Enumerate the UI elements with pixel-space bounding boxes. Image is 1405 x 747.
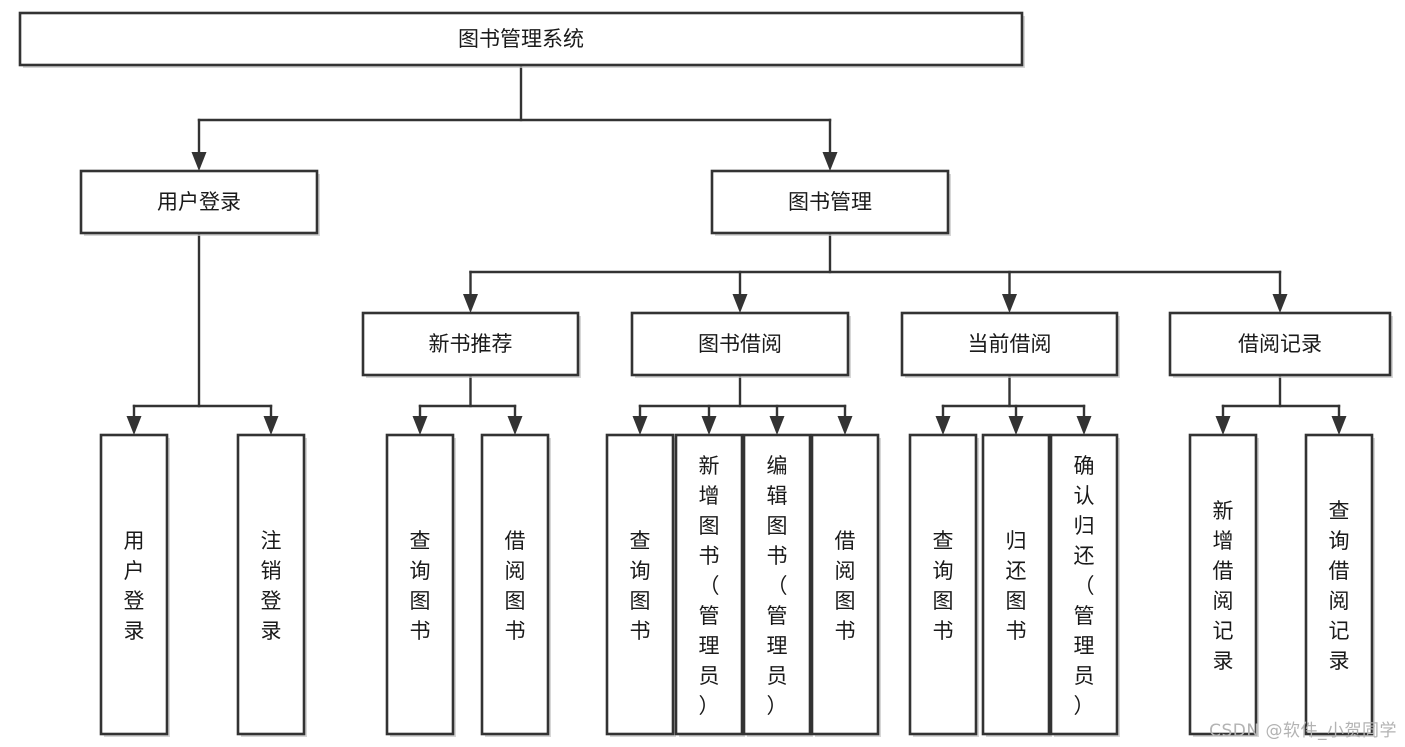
node-label: 新书推荐 [429, 332, 513, 356]
node-leaf-borrow-book-2[interactable]: 借阅图书 [810, 433, 881, 737]
box-outline [674, 433, 744, 736]
arrow-head-icon [822, 152, 838, 171]
node-leaf-confirm-return[interactable]: 确认归还（管理员） [1049, 433, 1120, 737]
box-outline [18, 11, 1024, 67]
node-label: 新增借阅记录 [1213, 499, 1234, 673]
arrow-head-icon [732, 294, 748, 313]
node-label: 借阅记录 [1238, 332, 1322, 356]
arrow-head-icon [632, 416, 648, 435]
node-leaf-logout[interactable]: 注销登录 [236, 433, 307, 737]
node-book-manage[interactable]: 图书管理 [710, 169, 951, 236]
node-label: 图书管理 [788, 190, 872, 214]
node-leaf-query-book-1[interactable]: 查询图书 [385, 433, 456, 737]
box-outline [710, 169, 950, 235]
node-user-login[interactable]: 用户登录 [79, 169, 320, 236]
node-label: 用户登录 [157, 190, 241, 214]
node-label: 图书管理系统 [458, 27, 584, 51]
node-current-borrow[interactable]: 当前借阅 [900, 311, 1120, 378]
node-label: 图书借阅 [698, 332, 782, 356]
node-label: 新增图书（管理员） [699, 454, 720, 718]
node-label: 借阅图书 [505, 529, 526, 643]
arrow-head-icon [1076, 416, 1092, 435]
box-outline [1049, 433, 1119, 736]
node-label: 归还图书 [1006, 529, 1027, 643]
arrow-head-icon [263, 416, 279, 435]
node-leaf-return-book[interactable]: 归还图书 [981, 433, 1052, 737]
box-outline [630, 311, 850, 377]
node-label: 查询图书 [410, 529, 431, 643]
node-label: 编辑图书（管理员） [767, 454, 788, 718]
node-root[interactable]: 图书管理系统 [18, 11, 1025, 68]
box-outline [900, 311, 1119, 377]
node-label: 确认归还（管理员） [1074, 454, 1095, 718]
node-leaf-user-login[interactable]: 用户登录 [99, 433, 170, 737]
node-leaf-query-book-2[interactable]: 查询图书 [605, 433, 676, 737]
node-leaf-add-book[interactable]: 新增图书（管理员） [674, 433, 745, 737]
node-label: 用户登录 [124, 529, 145, 643]
node-leaf-add-record[interactable]: 新增借阅记录 [1188, 433, 1259, 737]
arrow-head-icon [1331, 416, 1347, 435]
node-label: 查询借阅记录 [1329, 499, 1350, 673]
node-leaf-borrow-book-1[interactable]: 借阅图书 [480, 433, 551, 737]
node-leaf-edit-book[interactable]: 编辑图书（管理员） [742, 433, 813, 737]
box-outline [79, 169, 319, 235]
edges-layer [126, 63, 1347, 435]
node-leaf-query-record[interactable]: 查询借阅记录 [1304, 433, 1375, 737]
node-new-book-recommend[interactable]: 新书推荐 [361, 311, 581, 378]
arrow-head-icon [191, 152, 207, 171]
arrow-head-icon [769, 416, 785, 435]
node-book-borrow[interactable]: 图书借阅 [630, 311, 851, 378]
box-outline [981, 433, 1051, 736]
arrow-head-icon [412, 416, 428, 435]
nodes-layer: 图书管理系统用户登录图书管理新书推荐图书借阅当前借阅借阅记录用户登录注销登录查询… [18, 11, 1393, 737]
arrow-head-icon [1215, 416, 1231, 435]
arrow-head-icon [837, 416, 853, 435]
box-outline [361, 311, 580, 377]
box-outline [99, 433, 169, 736]
arrow-head-icon [463, 294, 478, 313]
arrow-head-icon [507, 416, 523, 435]
box-outline [742, 433, 812, 736]
node-leaf-query-book-3[interactable]: 查询图书 [908, 433, 979, 737]
node-label: 当前借阅 [968, 332, 1052, 356]
watermark-text: CSDN @软件_小贺同学 [1209, 721, 1397, 741]
box-outline [385, 433, 455, 736]
arrow-head-icon [1272, 294, 1288, 313]
box-outline [1188, 433, 1258, 736]
arrow-head-icon [1008, 416, 1024, 435]
arrow-head-icon [1002, 294, 1017, 313]
box-outline [480, 433, 550, 736]
arrow-head-icon [935, 416, 951, 435]
box-outline [908, 433, 978, 736]
node-label: 注销登录 [261, 529, 282, 643]
box-outline [810, 433, 880, 736]
box-outline [605, 433, 675, 736]
arrow-head-icon [701, 416, 717, 435]
box-outline [1168, 311, 1392, 377]
node-label: 查询图书 [630, 529, 651, 643]
arrow-head-icon [126, 416, 142, 435]
node-label: 查询图书 [933, 529, 954, 643]
node-label: 借阅图书 [835, 529, 856, 643]
node-borrow-record[interactable]: 借阅记录 [1168, 311, 1393, 378]
box-outline [1304, 433, 1374, 736]
box-outline [236, 433, 306, 736]
